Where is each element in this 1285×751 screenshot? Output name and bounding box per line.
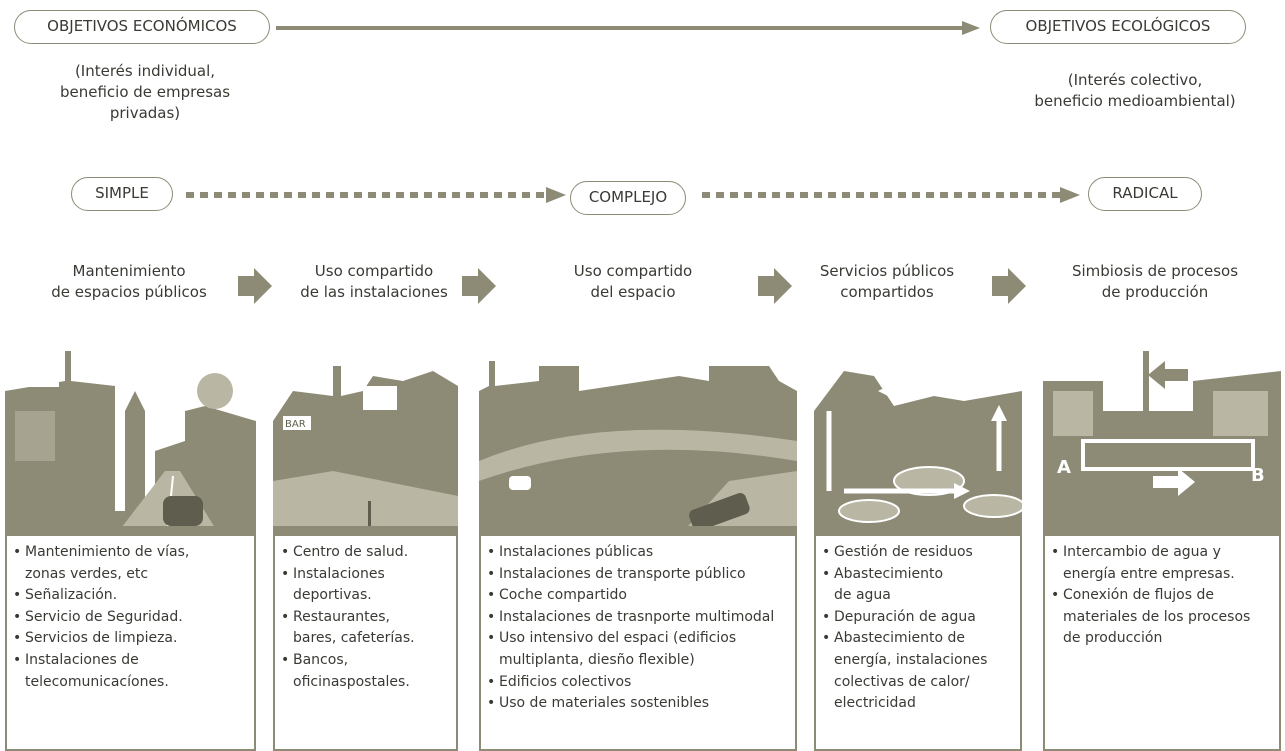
list-item: Conexión de flujos de materiales de los …	[1051, 585, 1273, 650]
ecological-objectives-note: (Interés colectivo, beneficio medioambie…	[1034, 71, 1236, 110]
list-item: Centro de salud.	[281, 542, 450, 564]
list-item: Abastecimiento de agua	[822, 564, 1014, 607]
list-item: Edificios colectivos	[487, 672, 789, 694]
dashed-arrow-complejo-radical	[702, 187, 1080, 203]
list-item: Señalización.	[13, 585, 248, 607]
list-item: Servicio de Seguridad.	[13, 607, 248, 629]
list-item: Mantenimiento de vías, zonas verdes, etc	[13, 542, 248, 585]
level-complejo-pill: COMPLEJO	[570, 181, 686, 215]
list-item: Instalaciones de trasnporte multimodal	[487, 607, 789, 629]
list-item: Abastecimiento de energía, instalaciones…	[822, 628, 1014, 714]
panel-public-services-list: Gestión de residuos Abastecimiento de ag…	[814, 536, 1022, 751]
shared-facilities-illustration: BAR	[273, 351, 458, 536]
economic-objectives-pill: OBJETIVOS ECONÓMICOS	[14, 10, 270, 44]
objectives-arrow	[276, 21, 980, 35]
list-item: Restaurantes, bares, cafeterías.	[281, 607, 450, 650]
dashed-arrow-simple-complejo	[186, 187, 566, 203]
list-item: Servicios de limpieza.	[13, 628, 248, 650]
list-item: Depuración de agua	[822, 607, 1014, 629]
list-item: Instalaciones de telecomunicacíones.	[13, 650, 248, 693]
list-item: Intercambio de agua y energía entre empr…	[1051, 542, 1273, 585]
stage-arrow-1	[238, 268, 272, 304]
public-services-illustration	[814, 351, 1022, 536]
level-radical-pill: RADICAL	[1088, 177, 1202, 211]
list-item: Instalaciones deportivas.	[281, 564, 450, 607]
bar-sign: BAR	[285, 419, 306, 430]
list-item: Bancos, oficinaspostales.	[281, 650, 450, 693]
list-item: Instalaciones públicas	[487, 542, 789, 564]
panel-shared-space-list: Instalaciones públicas Instalaciones de …	[479, 536, 797, 751]
plant-a-label: A	[1057, 457, 1071, 478]
ecological-objectives-pill: OBJETIVOS ECOLÓGICOS	[990, 10, 1246, 44]
panel-symbiosis: A B Intercambio de agua y energía entre …	[1043, 351, 1281, 751]
list-item: Instalaciones de transporte público	[487, 564, 789, 586]
list-item: Coche compartido	[487, 585, 789, 607]
industrial-symbiosis-illustration: A B	[1043, 351, 1281, 536]
plant-b-label: B	[1251, 465, 1265, 486]
level-simple-pill: SIMPLE	[71, 177, 173, 211]
economic-objectives-note: (Interés individual, beneficio de empres…	[59, 62, 231, 122]
panel-symbiosis-list: Intercambio de agua y energía entre empr…	[1043, 536, 1281, 751]
list-item: Uso de materiales sostenibles	[487, 693, 789, 715]
street-maintenance-illustration	[5, 351, 256, 536]
list-item: Gestión de residuos	[822, 542, 1014, 564]
panel-shared-facilities: BAR Centro de salud. Instalaciones depor…	[273, 351, 458, 751]
stage-arrow-3	[758, 268, 792, 304]
panel-shared-facilities-list: Centro de salud. Instalaciones deportiva…	[273, 536, 458, 751]
stage-arrow-2	[462, 268, 496, 304]
list-item: Uso intensivo del espaci (edificios mult…	[487, 628, 789, 671]
panel-shared-space: Instalaciones públicas Instalaciones de …	[479, 351, 797, 751]
panel-maintenance: Mantenimiento de vías, zonas verdes, etc…	[5, 351, 256, 751]
panel-public-services: Gestión de residuos Abastecimiento de ag…	[814, 351, 1022, 751]
stage-arrow-4	[992, 268, 1026, 304]
shared-space-illustration	[479, 351, 797, 536]
panel-maintenance-list: Mantenimiento de vías, zonas verdes, etc…	[5, 536, 256, 751]
